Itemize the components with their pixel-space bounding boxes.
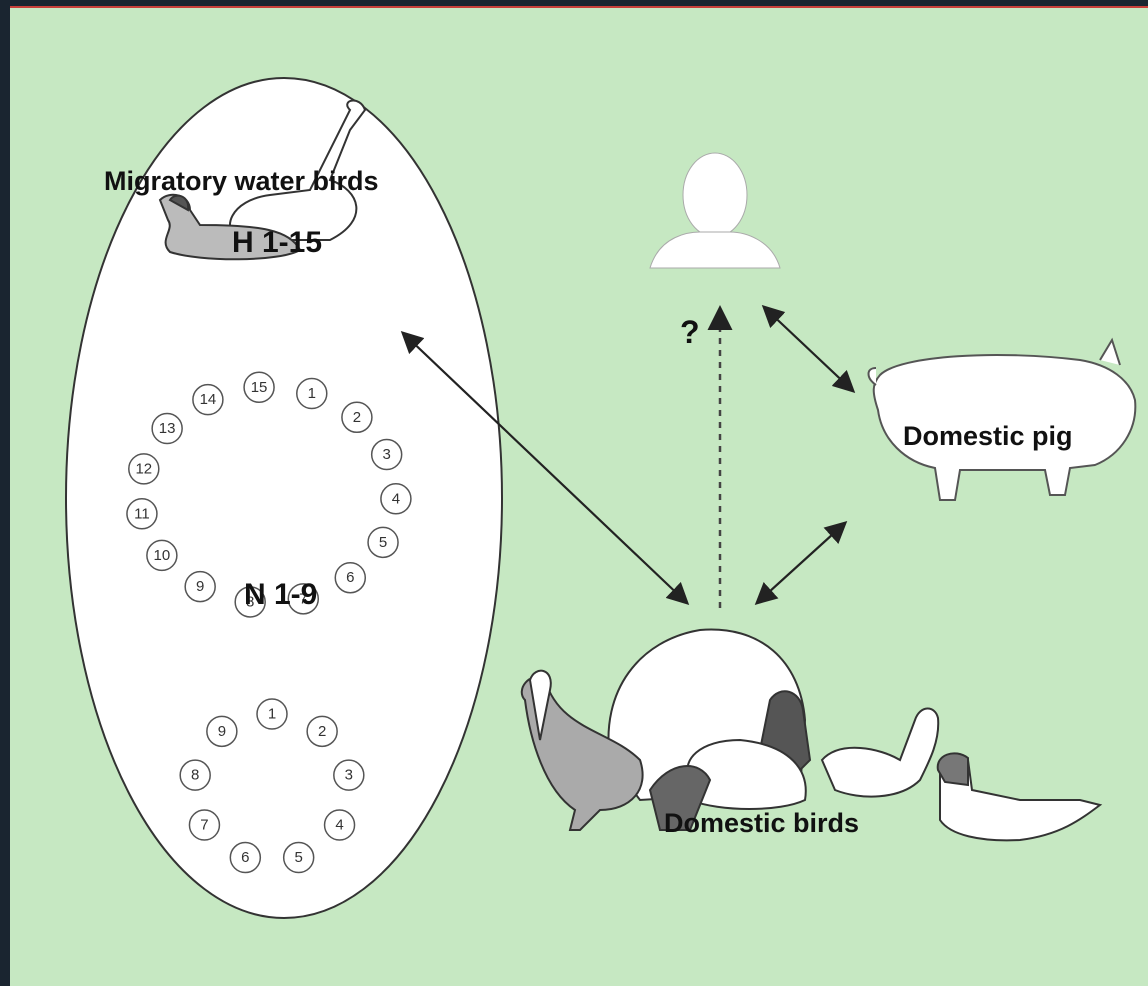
n-subtype-number: 8 [191,767,199,784]
h-subtype-number: 13 [159,420,176,437]
n-subtype-number: 5 [295,849,303,866]
n-subtype-number: 3 [345,767,353,784]
h-subtype-number: 12 [135,460,152,477]
arrow-human-pig [765,308,852,390]
h-subtype-number: 5 [379,534,387,551]
h-subtype-number: 15 [251,379,268,396]
pig-icon [869,340,1136,500]
h-subtype-number: 9 [196,578,204,595]
h-subtype-number: 3 [383,446,391,463]
n-subtype-number: 2 [318,723,326,740]
n-range-label: N 1-9 [244,578,317,612]
h-range-label: H 1-15 [232,226,322,260]
h-subtype-number: 11 [134,505,150,522]
migratory-water-birds-label: Migratory water birds [104,166,379,197]
n-subtype-number: 9 [218,723,226,740]
n-subtype-number: 1 [268,706,276,723]
human-silhouette-icon [650,153,780,268]
h-subtype-number: 10 [154,547,171,564]
h-subtype-number: 6 [346,569,354,586]
unknown-transmission-label: ? [680,314,700,351]
domestic-birds-label: Domestic birds [664,808,859,839]
h-subtype-number: 4 [392,490,400,507]
arrow-birds-pig [758,524,844,602]
h-subtype-number: 1 [308,385,316,402]
n-subtype-number: 4 [335,817,343,834]
h-subtype-number: 14 [200,391,217,408]
n-subtype-number: 7 [200,817,208,834]
n-subtype-number: 6 [241,849,249,866]
h-subtype-number: 2 [353,409,361,426]
domestic-pig-label: Domestic pig [903,421,1073,452]
